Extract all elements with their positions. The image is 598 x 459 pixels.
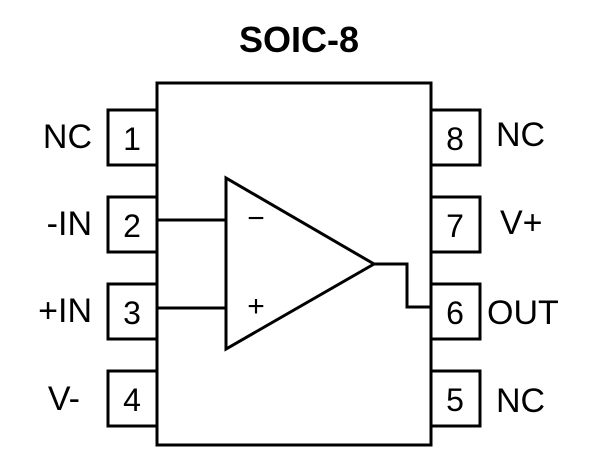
pin-box-7	[429, 195, 482, 254]
pin-number-6: 6	[446, 295, 464, 331]
pin-label-5: NC	[496, 382, 545, 420]
pin-number-1: 1	[123, 121, 141, 157]
pin-number-5: 5	[446, 382, 464, 418]
wire-output	[374, 262, 431, 309]
pin-number-4: 4	[123, 382, 141, 418]
pin-box-8	[429, 108, 482, 167]
pin-label-6: OUT	[487, 294, 559, 332]
pin-number-3: 3	[123, 295, 141, 331]
pin-label-8: NC	[496, 116, 545, 154]
inverting-input-sign: −	[247, 202, 265, 235]
pin-box-2	[106, 195, 159, 254]
pin-label-2: -IN	[47, 205, 92, 243]
pin-box-4	[106, 369, 159, 428]
pin-box-3	[106, 282, 159, 341]
opamp-triangle	[224, 175, 377, 352]
pin-label-4: V-	[48, 380, 80, 418]
pin-number-7: 7	[446, 208, 464, 244]
pin-box-5	[429, 369, 482, 428]
noninverting-input-sign: +	[247, 290, 265, 323]
pin-label-7: V+	[500, 204, 543, 242]
pin-label-3: +IN	[38, 292, 92, 330]
pin-box-6	[429, 282, 482, 341]
pin-box-1	[106, 108, 159, 167]
pin-label-1: NC	[43, 118, 92, 156]
pin-number-8: 8	[446, 121, 464, 157]
pin-number-2: 2	[123, 208, 141, 244]
ic-body	[155, 81, 433, 447]
diagram-title: SOIC-8	[239, 19, 359, 60]
